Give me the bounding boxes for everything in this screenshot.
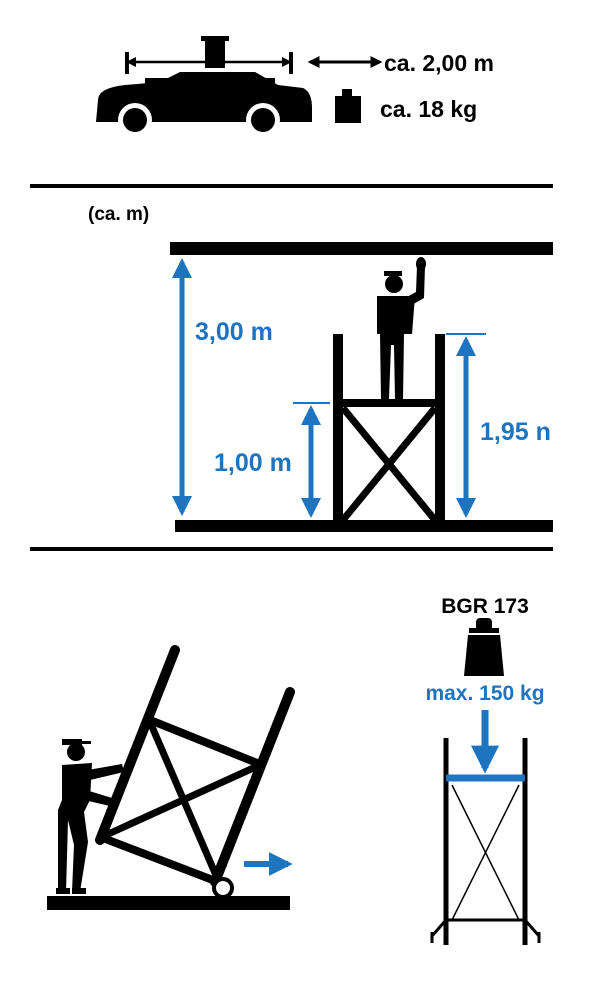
dimensions-section: (ca. m) 3,00 m 1,00 m 1,95 n — [88, 204, 553, 532]
unit-note: (ca. m) — [88, 204, 149, 225]
transport-section: ca. 2,00 m ca. 18 kg — [96, 36, 494, 137]
weight-icon — [464, 618, 504, 676]
moving-section — [47, 645, 295, 910]
transport-weight-label: ca. 18 kg — [380, 96, 477, 122]
car-icon — [96, 72, 312, 137]
roof-load-measure — [125, 36, 293, 74]
scaffold-icon — [333, 334, 445, 523]
worker-icon — [56, 739, 124, 894]
ground-line — [47, 896, 290, 910]
loaded-scaffold-icon — [430, 738, 541, 945]
load-standard-label: BGR 173 — [441, 595, 529, 618]
wheel-icon — [212, 877, 234, 899]
platform-height-label: 1,00 m — [214, 449, 292, 477]
transport-length-label: ca. 2,00 m — [384, 50, 494, 76]
floor-line — [175, 520, 553, 532]
worker-icon — [377, 257, 426, 399]
ceiling-line — [170, 242, 553, 255]
weight-icon — [335, 89, 361, 123]
rail-height-label: 1,95 n — [480, 418, 551, 446]
ceiling-height-label: 3,00 m — [195, 318, 273, 346]
load-section: BGR 173 max. 150 kg — [425, 595, 545, 945]
tilted-scaffold-icon — [95, 645, 295, 887]
max-load-label: max. 150 kg — [425, 682, 544, 705]
